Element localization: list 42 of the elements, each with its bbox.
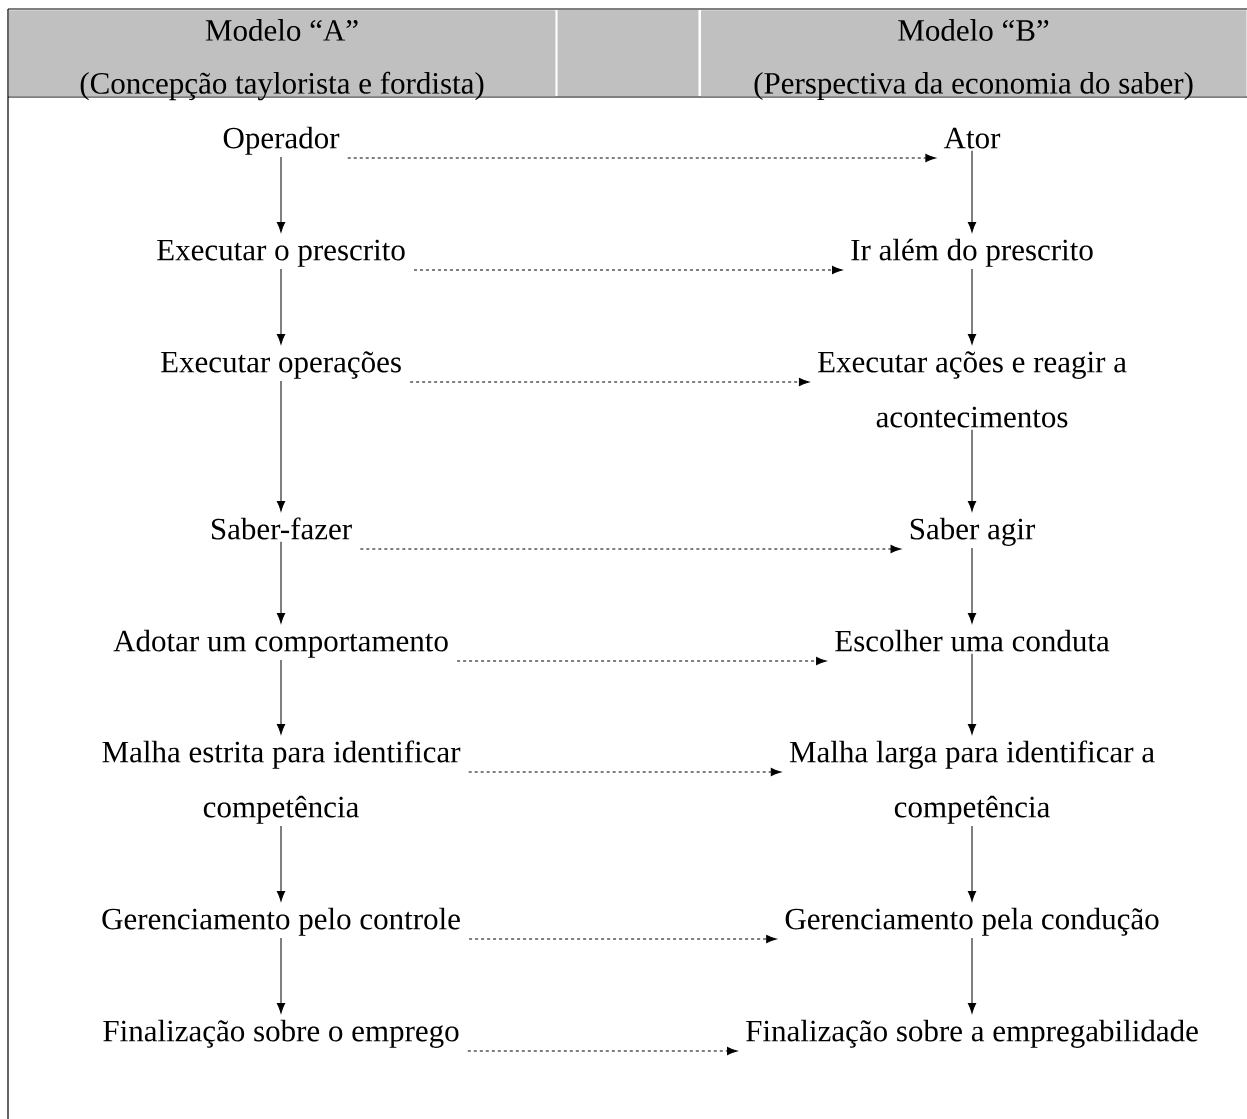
step-text: Ir além do prescrito bbox=[851, 238, 1093, 267]
arrow bbox=[359, 544, 901, 554]
arrow bbox=[967, 825, 977, 902]
arrow bbox=[276, 937, 286, 1014]
arrow bbox=[967, 547, 977, 624]
step-text: Operador bbox=[223, 126, 340, 155]
arrow bbox=[276, 380, 286, 512]
arrow bbox=[276, 156, 286, 233]
step-text: Gerenciamento pela condução bbox=[785, 907, 1159, 936]
arrow bbox=[413, 265, 843, 275]
step-text: Executar operações bbox=[161, 351, 401, 379]
step-text: Malha estrita para identificar competência bbox=[102, 740, 461, 824]
step-text: Executar ações e reagir a acontecimentos bbox=[818, 351, 1127, 428]
step-text: Gerenciamento pelo controle bbox=[102, 907, 460, 936]
step-text: Finalização sobre o emprego bbox=[103, 1019, 459, 1048]
step-text: Saber agir bbox=[910, 517, 1035, 546]
arrow bbox=[276, 268, 286, 345]
arrow bbox=[347, 153, 936, 163]
arrow bbox=[467, 1046, 738, 1056]
step-text: Ator bbox=[943, 127, 1001, 149]
node-label: (Concepção taylorista e fordista) bbox=[80, 71, 484, 101]
arrow bbox=[276, 541, 286, 624]
header-cell: Modelo “A” (Concepção taylorista e fordista) bbox=[9, 10, 556, 101]
arrow bbox=[967, 268, 977, 345]
node-label: Modelo “A” bbox=[205, 19, 358, 41]
arrow bbox=[967, 150, 977, 233]
arrow bbox=[967, 653, 977, 735]
arrow bbox=[967, 937, 977, 1014]
step-text: Saber-fazer bbox=[211, 517, 352, 540]
step-text: Adotar um comportamento bbox=[113, 629, 448, 658]
arrow bbox=[468, 934, 777, 944]
step-text: Malha larga para identificar a competência bbox=[789, 740, 1155, 824]
arrow bbox=[468, 767, 782, 777]
step-text: Finalização sobre a empregabilidade bbox=[746, 1019, 1198, 1048]
step-text: Executar o prescrito bbox=[157, 239, 405, 267]
arrow bbox=[409, 377, 810, 387]
arrow bbox=[967, 429, 977, 512]
arrow bbox=[276, 825, 286, 902]
arrow bbox=[276, 659, 286, 735]
step-text: Escolher uma conduta bbox=[835, 629, 1110, 652]
arrow bbox=[456, 656, 827, 666]
header-cell: Modelo “B” (Perspectiva da economia do saber) bbox=[701, 10, 1247, 101]
